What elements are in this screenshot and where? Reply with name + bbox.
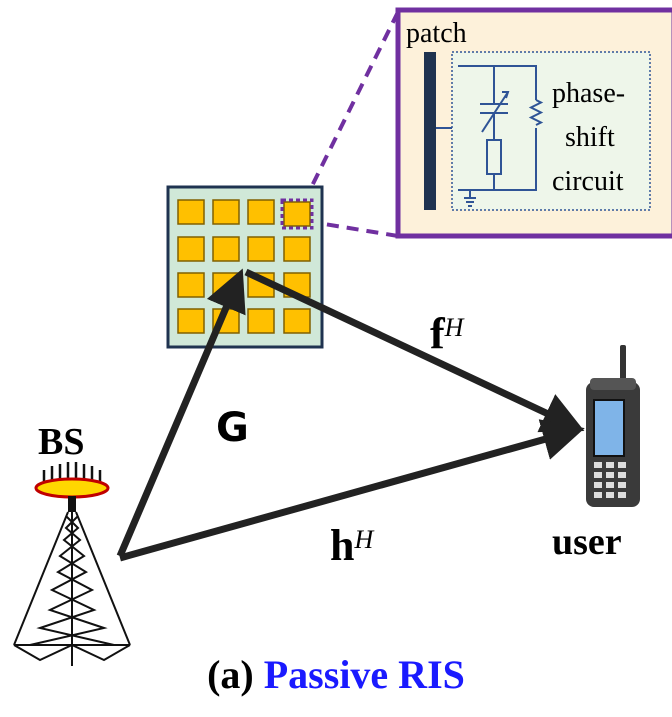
channel-g-label: G <box>216 405 249 451</box>
antenna-tower-icon <box>13 462 131 666</box>
patch-inset <box>395 7 672 239</box>
circuit-box <box>451 51 651 211</box>
channel-f-label: fH <box>430 309 464 358</box>
figure-caption: (a) Passive RIS <box>0 655 672 695</box>
caption-title: Passive RIS <box>263 652 465 697</box>
arrow-g <box>116 268 246 558</box>
channel-h-label: hH <box>330 521 374 570</box>
user-label: user <box>552 521 622 563</box>
arrow-h <box>119 419 585 562</box>
patch-label: patch <box>406 18 467 49</box>
patch-bar <box>424 52 436 210</box>
bs-label: BS <box>38 421 85 463</box>
phase-shift-label-line1: phase- <box>552 78 626 109</box>
channel-h-superscript: H <box>354 524 374 554</box>
ris-panel <box>166 185 324 349</box>
phase-shift-label-line2: shift <box>565 122 615 153</box>
zoom-line-bottom <box>311 220 399 238</box>
phase-shift-label-line3: circuit <box>552 166 624 197</box>
arrow-f <box>244 268 585 433</box>
selected-element-highlight <box>280 198 314 230</box>
zoom-line-top <box>302 11 400 203</box>
mobile-phone-icon <box>586 345 640 507</box>
caption-prefix: (a) <box>207 652 254 697</box>
channel-f-superscript: H <box>444 312 464 342</box>
phase-shift-circuit <box>458 65 544 207</box>
